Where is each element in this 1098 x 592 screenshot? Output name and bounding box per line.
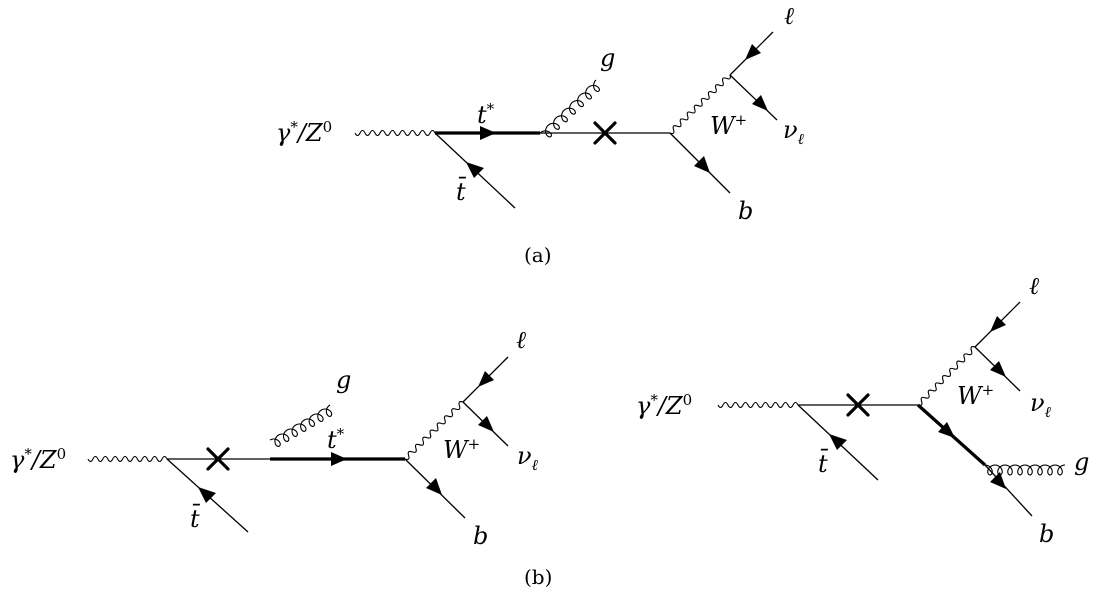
photon-label: γ*/Z0 xyxy=(10,445,66,474)
photon-label: γ*/Z0 xyxy=(636,391,692,420)
arrow-marker xyxy=(990,316,1006,332)
top-label: t* xyxy=(327,425,345,454)
arrow-marker xyxy=(198,487,216,503)
antitop-label: t̄ xyxy=(456,177,467,206)
arrow-marker xyxy=(478,371,494,387)
arrow-marker xyxy=(938,422,955,438)
w-label: W+ xyxy=(443,435,480,464)
neutrino-line xyxy=(729,74,778,121)
arrow-marker xyxy=(480,126,496,140)
arrow-marker xyxy=(990,472,1006,489)
lepton-label: ℓ xyxy=(784,2,794,30)
gluon-label: g xyxy=(336,366,351,394)
diagram-b-left: γ*/Z0 t̄ t* g W+ ℓ νℓ b (b) xyxy=(10,326,552,589)
neutrino-label: νℓ xyxy=(783,116,804,148)
photon-line xyxy=(354,129,436,137)
lepton-label: ℓ xyxy=(1029,272,1039,300)
photon-label: γ*/Z0 xyxy=(276,118,332,147)
cross-marker xyxy=(593,121,617,145)
w-label: W+ xyxy=(957,381,994,410)
diagram-a: γ*/Z0 t* t̄ g W+ ℓ νℓ b (a) xyxy=(276,2,804,267)
bottom-line xyxy=(984,464,1033,517)
arrow-marker xyxy=(990,361,1006,377)
gluon-label: g xyxy=(1074,448,1089,476)
w-label: W+ xyxy=(710,111,747,140)
w-boson-line xyxy=(669,74,731,135)
arrow-marker xyxy=(331,452,347,466)
neutrino-label: νℓ xyxy=(1030,389,1051,421)
antitop-label: t̄ xyxy=(190,504,201,533)
cross-marker xyxy=(846,393,870,417)
gluon-line xyxy=(984,464,1066,476)
gluon-line xyxy=(539,79,600,138)
diagram-b-right: γ*/Z0 t̄ W+ ℓ νℓ g b xyxy=(636,272,1089,548)
arrow-marker xyxy=(752,95,768,111)
w-boson-line xyxy=(404,401,464,460)
cross-marker xyxy=(206,447,230,471)
photon-line xyxy=(87,455,168,463)
arrow-marker xyxy=(745,44,761,60)
arrow-marker xyxy=(829,434,847,450)
arrow-marker xyxy=(466,162,484,178)
lepton-label: ℓ xyxy=(516,326,526,354)
w-boson-line xyxy=(917,346,976,406)
arrow-marker xyxy=(478,416,494,432)
gluon-line xyxy=(269,404,333,447)
bottom-label: b xyxy=(1039,520,1054,548)
caption-b: (b) xyxy=(524,565,552,589)
arrow-marker xyxy=(426,478,442,495)
neutrino-label: νℓ xyxy=(517,442,538,474)
arrow-marker xyxy=(694,156,710,173)
caption-a: (a) xyxy=(524,243,552,267)
bottom-label: b xyxy=(473,522,488,550)
antitop-label: t̄ xyxy=(818,449,829,478)
top-label: t* xyxy=(477,100,495,129)
bottom-label: b xyxy=(738,197,753,225)
photon-line xyxy=(717,401,799,409)
gluon-label: g xyxy=(600,44,615,72)
